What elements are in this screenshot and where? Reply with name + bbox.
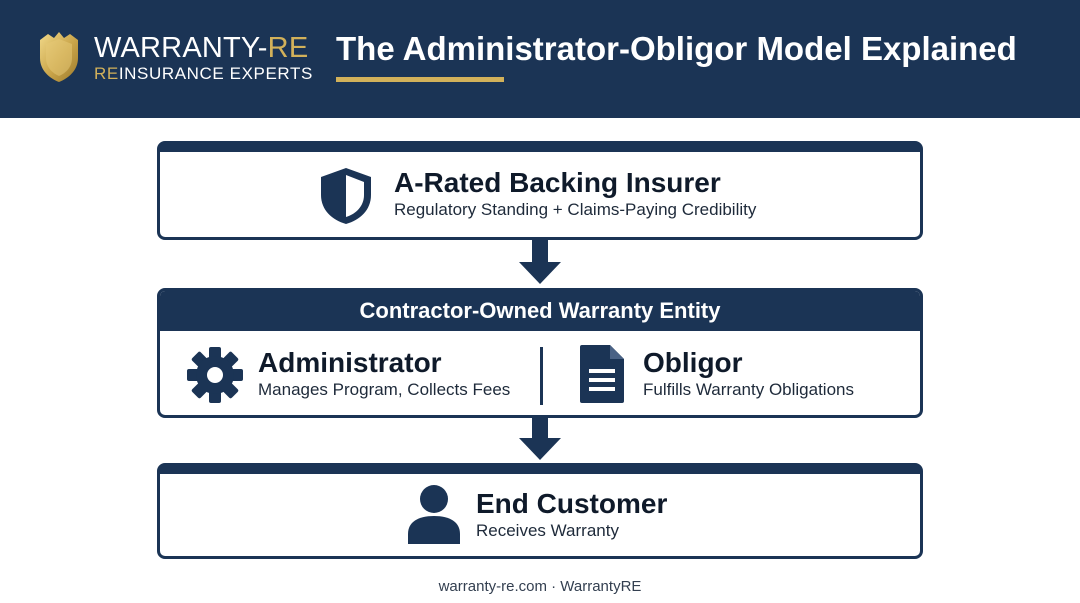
end-customer-node: End Customer Receives Warranty [157,463,923,559]
page-title: The Administrator-Obligor Model Explaine… [336,30,1017,67]
column-divider [540,347,543,405]
brand-logo: WARRANTY-RE REINSURANCE EXPERTS [94,32,313,84]
customer-title: End Customer [476,488,668,519]
brand-tagline: REINSURANCE EXPERTS [94,64,313,83]
gear-icon [187,347,243,403]
arrow-down-icon [519,240,561,284]
obligor-subtitle: Fulfills Warranty Obligations [643,380,854,399]
administrator-subtitle: Manages Program, Collects Fees [258,380,511,399]
shield-logo-icon [40,32,78,82]
brand-name: WARRANTY-RE [94,32,309,64]
shield-icon [321,168,371,224]
customer-subtitle: Receives Warranty [476,521,619,540]
insurer-text: A-Rated Backing Insurer Regulatory Stand… [394,167,756,221]
title-underline [336,77,504,82]
footer-credit: warranty-re.com · WarrantyRE [438,578,642,595]
entity-header: Contractor-Owned Warranty Entity [160,291,920,331]
administrator-title: Administrator [258,347,442,378]
warranty-entity-node: Contractor-Owned Warranty Entity Adminis… [157,288,923,418]
person-icon [408,485,460,544]
header-banner: WARRANTY-RE REINSURANCE EXPERTS The Admi… [0,0,1080,118]
insurer-subtitle: Regulatory Standing + Claims-Paying Cred… [394,200,757,219]
obligor-title: Obligor [643,347,743,378]
document-icon [580,345,624,403]
administrator-text: Administrator Manages Program, Collects … [258,347,510,401]
arrow-down-icon [519,418,561,460]
obligor-text: Obligor Fulfills Warranty Obligations [643,347,854,401]
insurer-title: A-Rated Backing Insurer [394,167,721,198]
insurer-node: A-Rated Backing Insurer Regulatory Stand… [157,141,923,240]
customer-text: End Customer Receives Warranty [476,488,667,542]
